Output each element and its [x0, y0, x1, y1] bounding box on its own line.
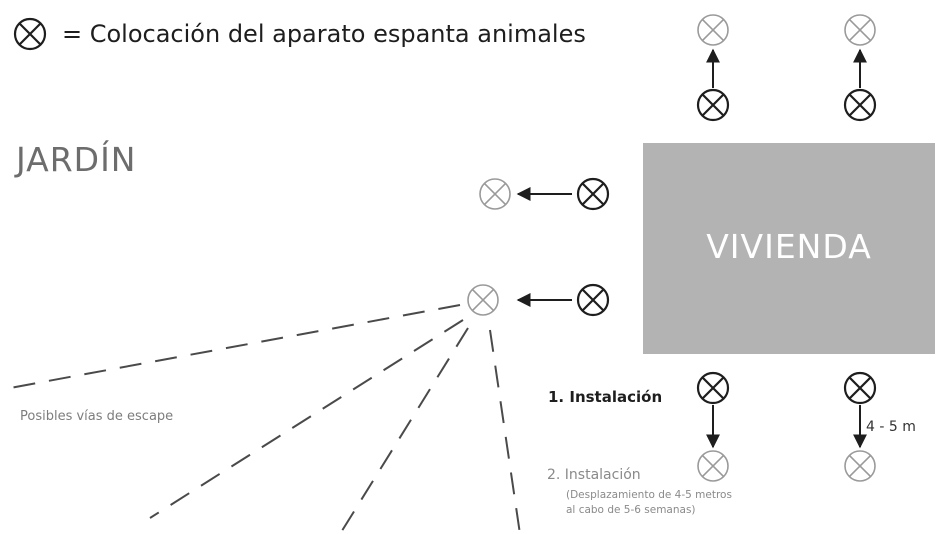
device-top-right-stage1	[843, 88, 877, 122]
escape-route-4	[489, 329, 521, 534]
legend-text: = Colocación del aparato espanta animale…	[62, 20, 586, 48]
device-left-lower-stage2	[467, 284, 499, 316]
device-bottom-left-stage2	[697, 450, 729, 482]
house-label: VIVIENDA	[706, 227, 872, 266]
device-top-left-stage1	[696, 88, 730, 122]
stage2-note-line2: al cabo de 5-6 semanas)	[566, 504, 696, 516]
house-block: VIVIENDA	[643, 143, 935, 354]
devices-stage2	[467, 14, 876, 482]
garden-label: JARDÍN	[16, 140, 137, 179]
escape-routes	[9, 304, 521, 534]
device-bottom-right-stage2	[844, 450, 876, 482]
device-left-upper-stage2	[479, 178, 511, 210]
escape-route-1	[9, 304, 461, 389]
stage2-note: (Desplazamiento de 4-5 metros al cabo de…	[566, 488, 732, 518]
device-left-upper-stage1	[576, 177, 610, 211]
escape-routes-label: Posibles vías de escape	[20, 409, 174, 424]
device-bottom-left-stage1	[696, 371, 730, 405]
legend: = Colocación del aparato espanta animale…	[10, 16, 586, 52]
device-left-lower-stage1	[576, 283, 610, 317]
device-bottom-right-stage1	[843, 371, 877, 405]
escape-route-3	[339, 327, 469, 534]
stage2-label: 2. Instalación	[547, 467, 641, 483]
crossed-circle-icon	[13, 17, 47, 51]
distance-label: 4 - 5 m	[866, 419, 916, 435]
device-top-right-stage2	[844, 14, 876, 46]
stage1-label: 1. Instalación	[548, 388, 663, 406]
devices-stage1	[576, 88, 877, 405]
stage2-note-line1: (Desplazamiento de 4-5 metros	[566, 489, 732, 501]
escape-route-2	[149, 319, 464, 519]
arrows	[516, 48, 867, 449]
device-top-left-stage2	[697, 14, 729, 46]
